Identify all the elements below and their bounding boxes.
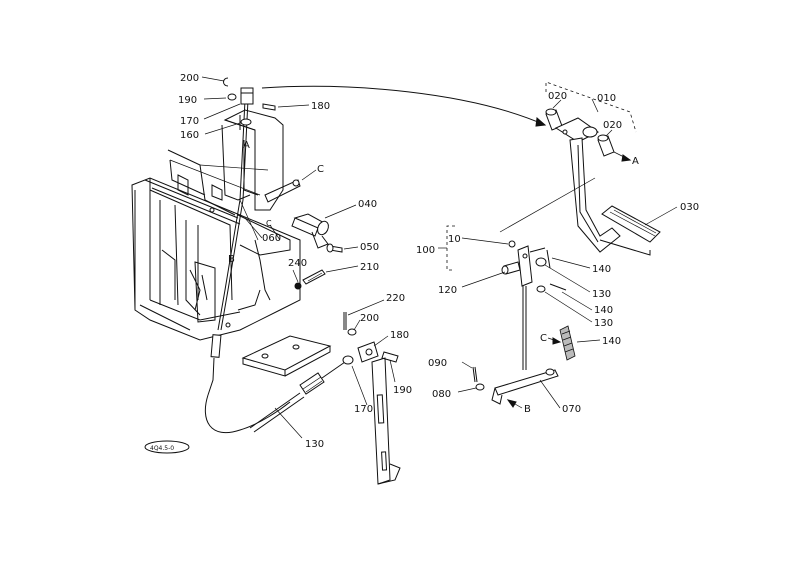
part-label-220: 220	[386, 293, 405, 304]
part-label-180-lower: 180	[390, 330, 409, 341]
part-label-130-lower: 130	[594, 318, 613, 329]
linkage-group-100: 100 10 120 140 130 140 130	[416, 225, 613, 370]
ref-letter-b-rod: B	[524, 404, 531, 415]
drawing-stamp: 4Q4.5-0	[144, 440, 190, 454]
part-label-230: 210	[360, 262, 379, 273]
part-label-070: 070	[562, 404, 581, 415]
part-label-130-upper: 130	[592, 289, 611, 300]
throttle-cable: 130	[204, 99, 346, 450]
ref-letter-a-pedal: A	[632, 156, 639, 167]
part-label-140-upper: 140	[592, 264, 611, 275]
part-label-030: 030	[680, 202, 699, 213]
part-label-010: 010	[597, 93, 616, 104]
part-label-240: 240	[288, 258, 307, 269]
part-label-200-lower: 200	[360, 313, 379, 324]
ref-letter-b-frame: B	[228, 254, 235, 265]
frame-bracket-assembly: A B	[131, 109, 301, 341]
part-label-190-lower: 190	[393, 385, 412, 396]
upper-clevis-parts: 200 190 170 160 180	[178, 73, 330, 141]
part-label-200-upper: 190	[178, 95, 197, 106]
lever-shaft-group: C 040 050 060 C	[239, 164, 379, 253]
ref-letter-c-spring: C	[540, 333, 547, 344]
part-label-120: 120	[438, 285, 457, 296]
part-label-100: 100	[416, 245, 435, 256]
spring-150: 140 C	[540, 325, 621, 361]
part-label-020-right: 020	[603, 120, 622, 131]
stamp-text: 4Q4.5-0	[150, 445, 174, 452]
bolt-230-240: 210 240	[288, 258, 379, 290]
part-label-040: 040	[358, 199, 377, 210]
cable-arc-to-pedal	[261, 85, 546, 126]
part-label-180-upper: 170	[180, 116, 199, 127]
pedal-assembly: 010 020 020 030 A	[499, 81, 699, 256]
part-label-210: 200	[180, 73, 199, 84]
part-label-10: 10	[448, 234, 461, 245]
part-label-080: 080	[432, 389, 451, 400]
hand-lever-group: 220 200 180 190 170	[241, 293, 412, 485]
part-label-190-upper: 180	[311, 101, 330, 112]
part-label-150: 140	[602, 336, 621, 347]
part-label-060: 060	[262, 233, 281, 244]
part-label-170-lower: 170	[354, 404, 373, 415]
part-label-050: 050	[360, 242, 379, 253]
part-label-160: 130	[305, 439, 324, 450]
rod-070-group: 090 080 B 070	[428, 358, 581, 415]
part-label-170-upper: 160	[180, 130, 199, 141]
part-label-020-left: 020	[548, 91, 567, 102]
ref-letter-c-small: C	[266, 219, 272, 228]
part-label-140-lower: 140	[594, 305, 613, 316]
ref-letter-c-left: C	[317, 164, 324, 175]
part-label-090: 090	[428, 358, 447, 369]
ref-letter-a-upper: A	[243, 140, 250, 151]
